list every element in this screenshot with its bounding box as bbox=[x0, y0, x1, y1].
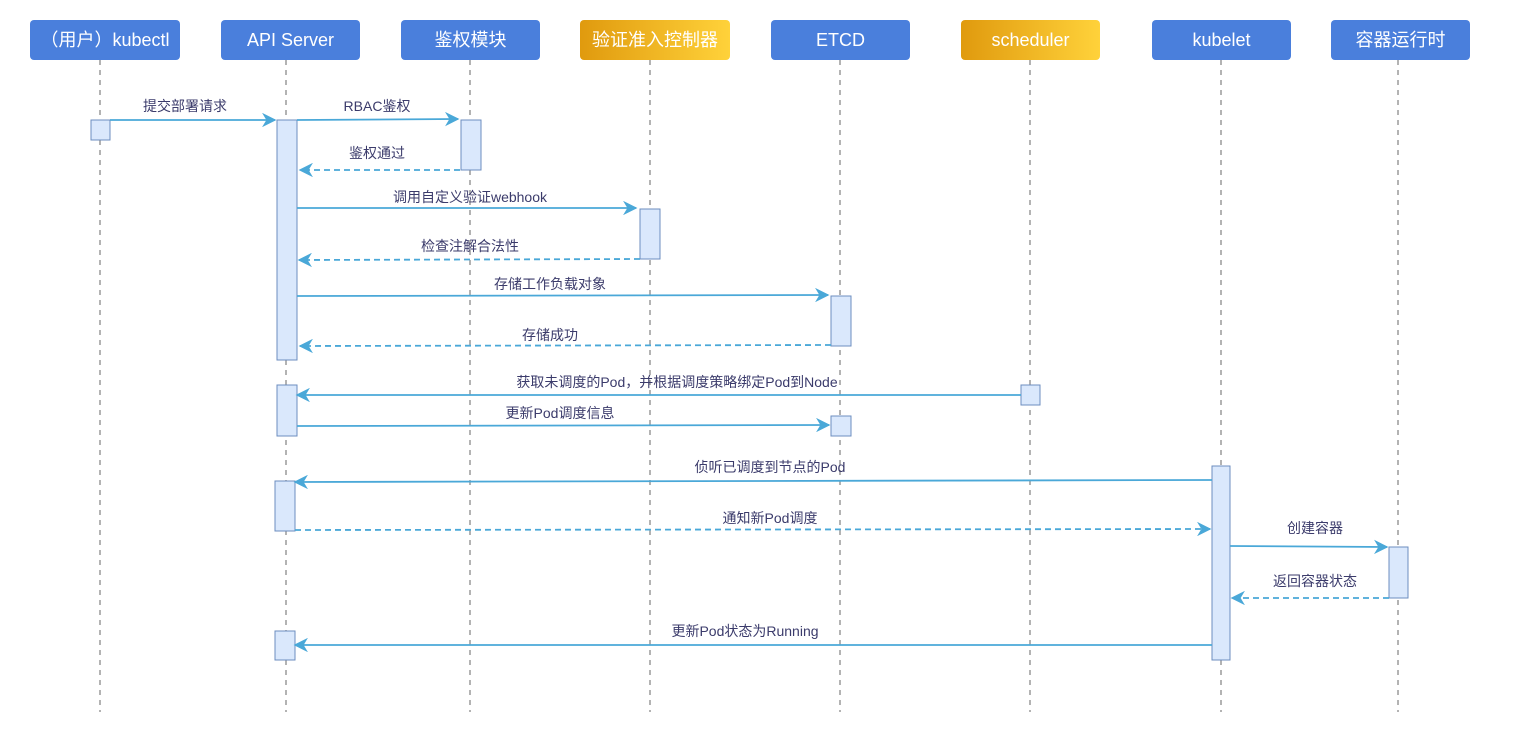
activation-apiserver-4 bbox=[274, 630, 296, 661]
activation-kubelet bbox=[1211, 465, 1231, 661]
message-arrow-7 bbox=[298, 338, 832, 354]
message-arrow-9 bbox=[296, 417, 831, 433]
message-10: 侦听已调度到节点的Pod bbox=[293, 459, 1213, 490]
message-label-11: 通知新Pod调度 bbox=[723, 510, 818, 526]
actor-label-admission: 验证准入控制器 bbox=[592, 30, 718, 50]
activation-etcd-2 bbox=[830, 415, 852, 437]
actor-box-runtime bbox=[1331, 20, 1470, 60]
message-arrow-11 bbox=[294, 521, 1212, 537]
message-2: RBAC鉴权 bbox=[296, 98, 460, 127]
message-4: 调用自定义验证webhook bbox=[297, 189, 638, 216]
actor-label-apiserver: API Server bbox=[247, 30, 334, 50]
message-1: 提交部署请求 bbox=[110, 98, 277, 128]
message-label-13: 返回容器状态 bbox=[1273, 573, 1357, 589]
actor-runtime: 容器运行时 bbox=[1331, 20, 1470, 60]
actor-admission: 验证准入控制器 bbox=[580, 20, 730, 60]
activation-scheduler bbox=[1020, 384, 1041, 406]
actor-box-scheduler bbox=[961, 20, 1100, 60]
activation-etcd-1 bbox=[830, 295, 852, 347]
message-5: 检查注解合法性 bbox=[297, 238, 641, 268]
message-arrow-10 bbox=[293, 474, 1213, 490]
activation-authz bbox=[460, 119, 482, 171]
message-13: 返回容器状态 bbox=[1230, 573, 1389, 606]
message-arrow-5 bbox=[297, 252, 641, 268]
actor-label-authz: 鉴权模块 bbox=[435, 30, 507, 50]
message-label-2: RBAC鉴权 bbox=[344, 98, 411, 114]
message-11: 通知新Pod调度 bbox=[294, 510, 1212, 537]
message-label-10: 侦听已调度到节点的Pod bbox=[695, 459, 846, 475]
message-7: 存储成功 bbox=[298, 327, 832, 354]
message-6: 存储工作负载对象 bbox=[296, 276, 830, 303]
activation-boxes bbox=[90, 119, 1409, 661]
activation-apiserver-2 bbox=[276, 384, 298, 437]
message-label-5: 检查注解合法性 bbox=[421, 238, 519, 254]
message-label-3: 鉴权通过 bbox=[349, 145, 405, 161]
message-label-12: 创建容器 bbox=[1287, 520, 1343, 536]
actor-box-authz bbox=[401, 20, 540, 60]
message-arrow-6 bbox=[296, 287, 830, 303]
message-label-14: 更新Pod状态为Running bbox=[671, 623, 818, 639]
actor-kubelet: kubelet bbox=[1152, 20, 1291, 60]
actor-kubectl: （用户）kubectl bbox=[30, 20, 180, 60]
actor-box-apiserver bbox=[221, 20, 360, 60]
message-label-7: 存储成功 bbox=[522, 327, 578, 343]
actor-label-kubelet: kubelet bbox=[1192, 30, 1250, 50]
message-label-6: 存储工作负载对象 bbox=[494, 276, 606, 292]
activation-kubectl bbox=[90, 119, 111, 141]
message-label-4: 调用自定义验证webhook bbox=[393, 189, 548, 205]
activation-admission bbox=[639, 208, 661, 260]
message-arrow-2 bbox=[296, 111, 460, 127]
actor-authz: 鉴权模块 bbox=[401, 20, 540, 60]
actor-box-kubectl bbox=[30, 20, 180, 60]
actor-label-etcd: ETCD bbox=[816, 30, 865, 50]
message-12: 创建容器 bbox=[1229, 520, 1389, 555]
message-9: 更新Pod调度信息 bbox=[296, 405, 831, 433]
activation-apiserver-3 bbox=[274, 480, 296, 532]
message-label-9: 更新Pod调度信息 bbox=[506, 405, 615, 421]
activation-apiserver-1 bbox=[276, 119, 298, 361]
actor-label-runtime: 容器运行时 bbox=[1356, 30, 1446, 50]
message-label-1: 提交部署请求 bbox=[143, 98, 227, 114]
actor-box-etcd bbox=[771, 20, 910, 60]
message-arrow-12 bbox=[1229, 539, 1389, 555]
actor-apiserver: API Server bbox=[221, 20, 360, 60]
message-8: 获取未调度的Pod，并根据调度策略绑定Pod到Node bbox=[295, 374, 1021, 403]
actor-box-kubelet bbox=[1152, 20, 1291, 60]
actor-box-admission bbox=[580, 20, 730, 60]
activation-runtime bbox=[1388, 546, 1409, 599]
actors: （用户）kubectl API Server 鉴权模块 验证准入控制器 ETCD sche… bbox=[30, 20, 1470, 60]
message-label-8: 获取未调度的Pod，并根据调度策略绑定Pod到Node bbox=[516, 374, 838, 390]
actor-etcd: ETCD bbox=[771, 20, 910, 60]
actor-label-scheduler: scheduler bbox=[991, 30, 1069, 50]
actor-scheduler: scheduler bbox=[961, 20, 1100, 60]
message-14: 更新Pod状态为Running bbox=[293, 623, 1212, 653]
message-3: 鉴权通过 bbox=[298, 145, 460, 178]
actor-label-kubectl: （用户）kubectl bbox=[40, 30, 169, 50]
